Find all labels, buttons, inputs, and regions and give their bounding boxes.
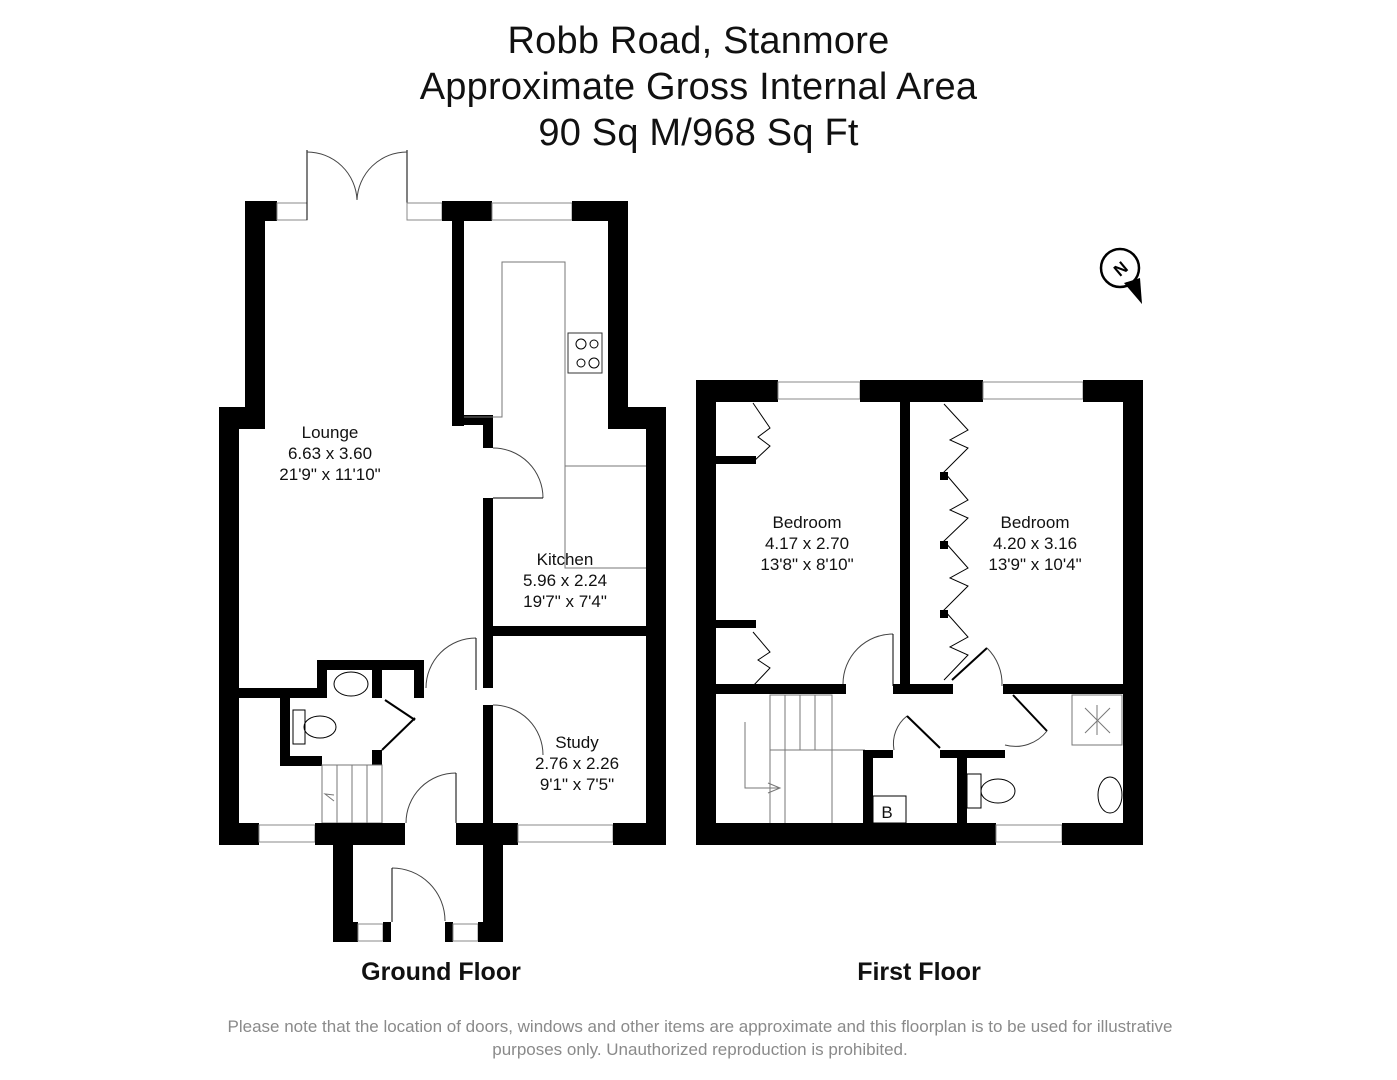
svg-text:Lounge: Lounge: [302, 423, 359, 442]
property-address: Robb Road, Stanmore: [507, 20, 890, 62]
svg-text:Bedroom: Bedroom: [1001, 513, 1070, 532]
toilet-icon: [292, 709, 337, 745]
svg-text:5.96 x 2.24: 5.96 x 2.24: [523, 571, 607, 590]
ground-floor-plan: [219, 150, 666, 942]
ground-floor-label: Ground Floor: [361, 958, 521, 986]
room-label-study: Study 2.76 x 2.26 9'1" x 7'5": [535, 733, 619, 794]
disclaimer-line-1: Please note that the location of doors, …: [227, 1017, 1173, 1036]
area-value: 90 Sq M/968 Sq Ft: [538, 112, 859, 154]
boiler-label: B: [881, 803, 892, 822]
room-label-bedroom-2: Bedroom 4.20 x 3.16 13'9" x 10'4": [988, 513, 1081, 574]
north-arrow-icon: N: [1099, 247, 1142, 304]
stairs-icon: [321, 764, 383, 824]
svg-text:4.17 x 2.70: 4.17 x 2.70: [765, 534, 849, 553]
basin-icon: [1097, 776, 1123, 814]
room-label-lounge: Lounge 6.63 x 3.60 21'9" x 11'10": [279, 423, 380, 484]
first-floor-label: First Floor: [857, 958, 981, 986]
shower-icon: [1071, 694, 1123, 746]
basin-icon: [333, 671, 369, 697]
room-label-bedroom-1: Bedroom 4.17 x 2.70 13'8" x 8'10": [760, 513, 853, 574]
title-block: Robb Road, Stanmore Approximate Gross In…: [0, 18, 1397, 156]
svg-text:Kitchen: Kitchen: [537, 550, 594, 569]
svg-text:6.63 x 3.60: 6.63 x 3.60: [288, 444, 372, 463]
svg-text:13'9" x 10'4": 13'9" x 10'4": [988, 555, 1081, 574]
disclaimer-line-2: purposes only. Unauthorized reproduction…: [492, 1040, 908, 1059]
hob-icon: [567, 332, 603, 374]
toilet-icon: [966, 773, 1016, 809]
svg-text:13'8" x 8'10": 13'8" x 8'10": [760, 555, 853, 574]
first-floor-plan: B: [696, 380, 1143, 845]
svg-text:N: N: [1110, 258, 1132, 280]
svg-text:21'9" x 11'10": 21'9" x 11'10": [279, 465, 380, 484]
area-subtitle: Approximate Gross Internal Area: [419, 66, 978, 108]
svg-text:Bedroom: Bedroom: [773, 513, 842, 532]
svg-text:2.76 x 2.26: 2.76 x 2.26: [535, 754, 619, 773]
svg-text:9'1" x 7'5": 9'1" x 7'5": [540, 775, 614, 794]
svg-text:19'7" x 7'4": 19'7" x 7'4": [523, 592, 607, 611]
disclaimer: Please note that the location of doors, …: [150, 1015, 1250, 1061]
svg-text:Study: Study: [555, 733, 599, 752]
stairs-icon: [744, 694, 865, 826]
svg-text:4.20 x 3.16: 4.20 x 3.16: [993, 534, 1077, 553]
room-label-kitchen: Kitchen 5.96 x 2.24 19'7" x 7'4": [523, 550, 607, 611]
